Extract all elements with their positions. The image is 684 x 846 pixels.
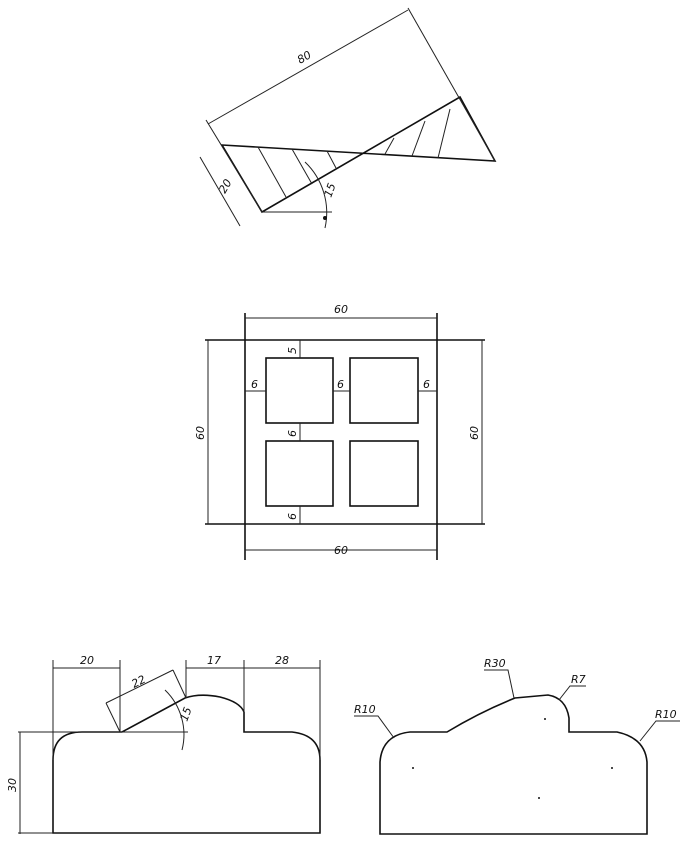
dim-text-gap-middle-v: 6: [286, 430, 299, 437]
dim-text-angle: 15: [178, 705, 195, 723]
extension-line: [205, 119, 263, 213]
dim-text-angle: 15: [322, 181, 339, 199]
dim-text-28: 28: [275, 654, 289, 667]
radius-label-r10-left: R10: [354, 703, 376, 716]
dim-text-gap-middle-h: 6: [337, 378, 344, 391]
square-hole: [349, 357, 419, 424]
dim-text-17: 17: [207, 654, 221, 667]
dim-text-20: 20: [80, 654, 94, 667]
extension-line: [407, 7, 496, 162]
dim-text-gap-right: 6: [423, 378, 430, 391]
profile-outline: [52, 694, 321, 834]
radius-label-r30: R30: [484, 657, 506, 670]
dim-text-gap-top: 5: [286, 347, 299, 354]
radius-label-r10-right: R10: [655, 708, 677, 721]
dim-text-gap-left: 6: [251, 378, 258, 391]
dim-text-22: 22: [129, 673, 147, 691]
dim-text-30: 30: [6, 778, 19, 792]
dim-text-gap-bottom: 6: [286, 513, 299, 520]
dim-text-top: 60: [334, 303, 348, 316]
angle-arc: [304, 161, 328, 229]
dim-text-left: 60: [194, 426, 207, 440]
profile-outline: [379, 694, 648, 835]
profile-radii-drawing: R10 R30 R7 R10: [354, 657, 680, 835]
dim-text-20: 20: [216, 177, 234, 196]
wedge-drawing: 80 20 15: [199, 7, 497, 229]
dim-text-right: 60: [468, 426, 481, 440]
plate-drawing: 60 60 60 60 5 6 6 6 6 6: [194, 303, 485, 560]
square-hole: [265, 440, 334, 507]
wedge-outline: [220, 95, 497, 214]
dim-line-80: [207, 9, 409, 125]
dim-text-80: 80: [295, 48, 314, 66]
dim-text-bottom: 60: [334, 544, 348, 557]
profile-dimensioned-drawing: 20 22 17 28 30 15: [6, 654, 321, 834]
angle-marker: [323, 216, 327, 220]
hatch-lines: [257, 108, 451, 198]
radius-label-r7: R7: [571, 673, 586, 686]
angle-arc: [164, 689, 185, 751]
square-hole: [265, 357, 334, 424]
dim-line-20: [199, 156, 241, 227]
square-hole: [349, 440, 419, 507]
